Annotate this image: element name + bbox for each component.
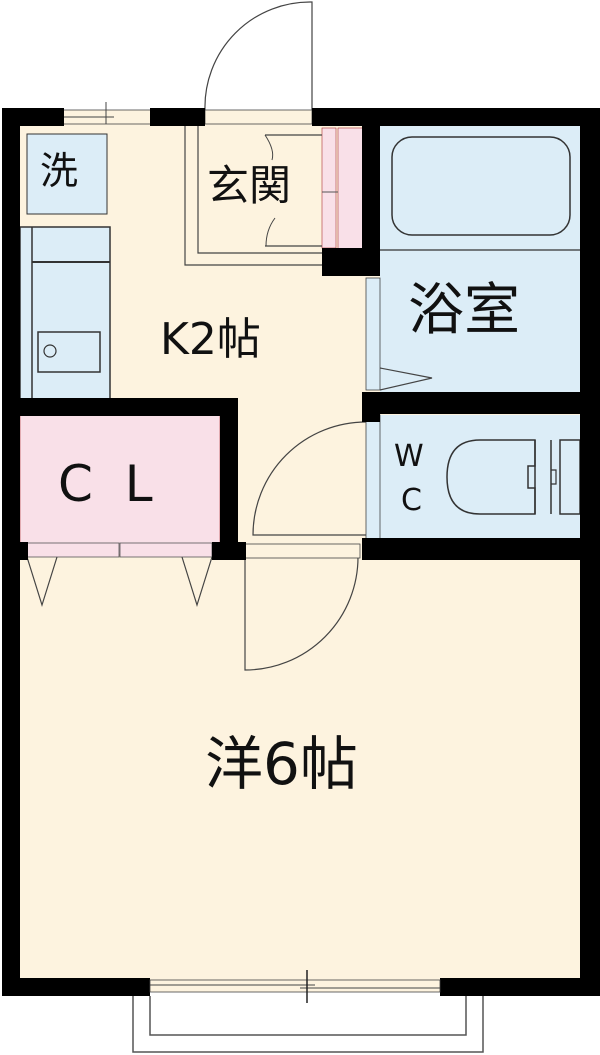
bathroom-label: 浴室 (408, 278, 520, 343)
washer-area (26, 133, 108, 215)
closet-area (19, 414, 221, 556)
shoe-cabinet (321, 127, 337, 249)
toilet-label-c: C (401, 483, 422, 518)
western-room-label: 洋6帖 (205, 730, 358, 798)
sink (37, 331, 101, 373)
kitchen-counter (19, 226, 111, 401)
room-door-swing (244, 556, 359, 671)
balcony (132, 996, 484, 1053)
washer-label: 洗 (40, 149, 79, 193)
front-door-swing (204, 1, 313, 111)
walls (2, 108, 600, 996)
bathtub (391, 136, 571, 236)
entrance-label: 玄関 (207, 161, 292, 210)
closet-label: C L (58, 455, 161, 513)
toilet-label-w: W (394, 439, 424, 474)
toilet-bowl (446, 439, 536, 515)
wc-door-swing (252, 421, 367, 536)
drain (43, 344, 57, 358)
kitchen-label: K2帖 (160, 314, 261, 365)
